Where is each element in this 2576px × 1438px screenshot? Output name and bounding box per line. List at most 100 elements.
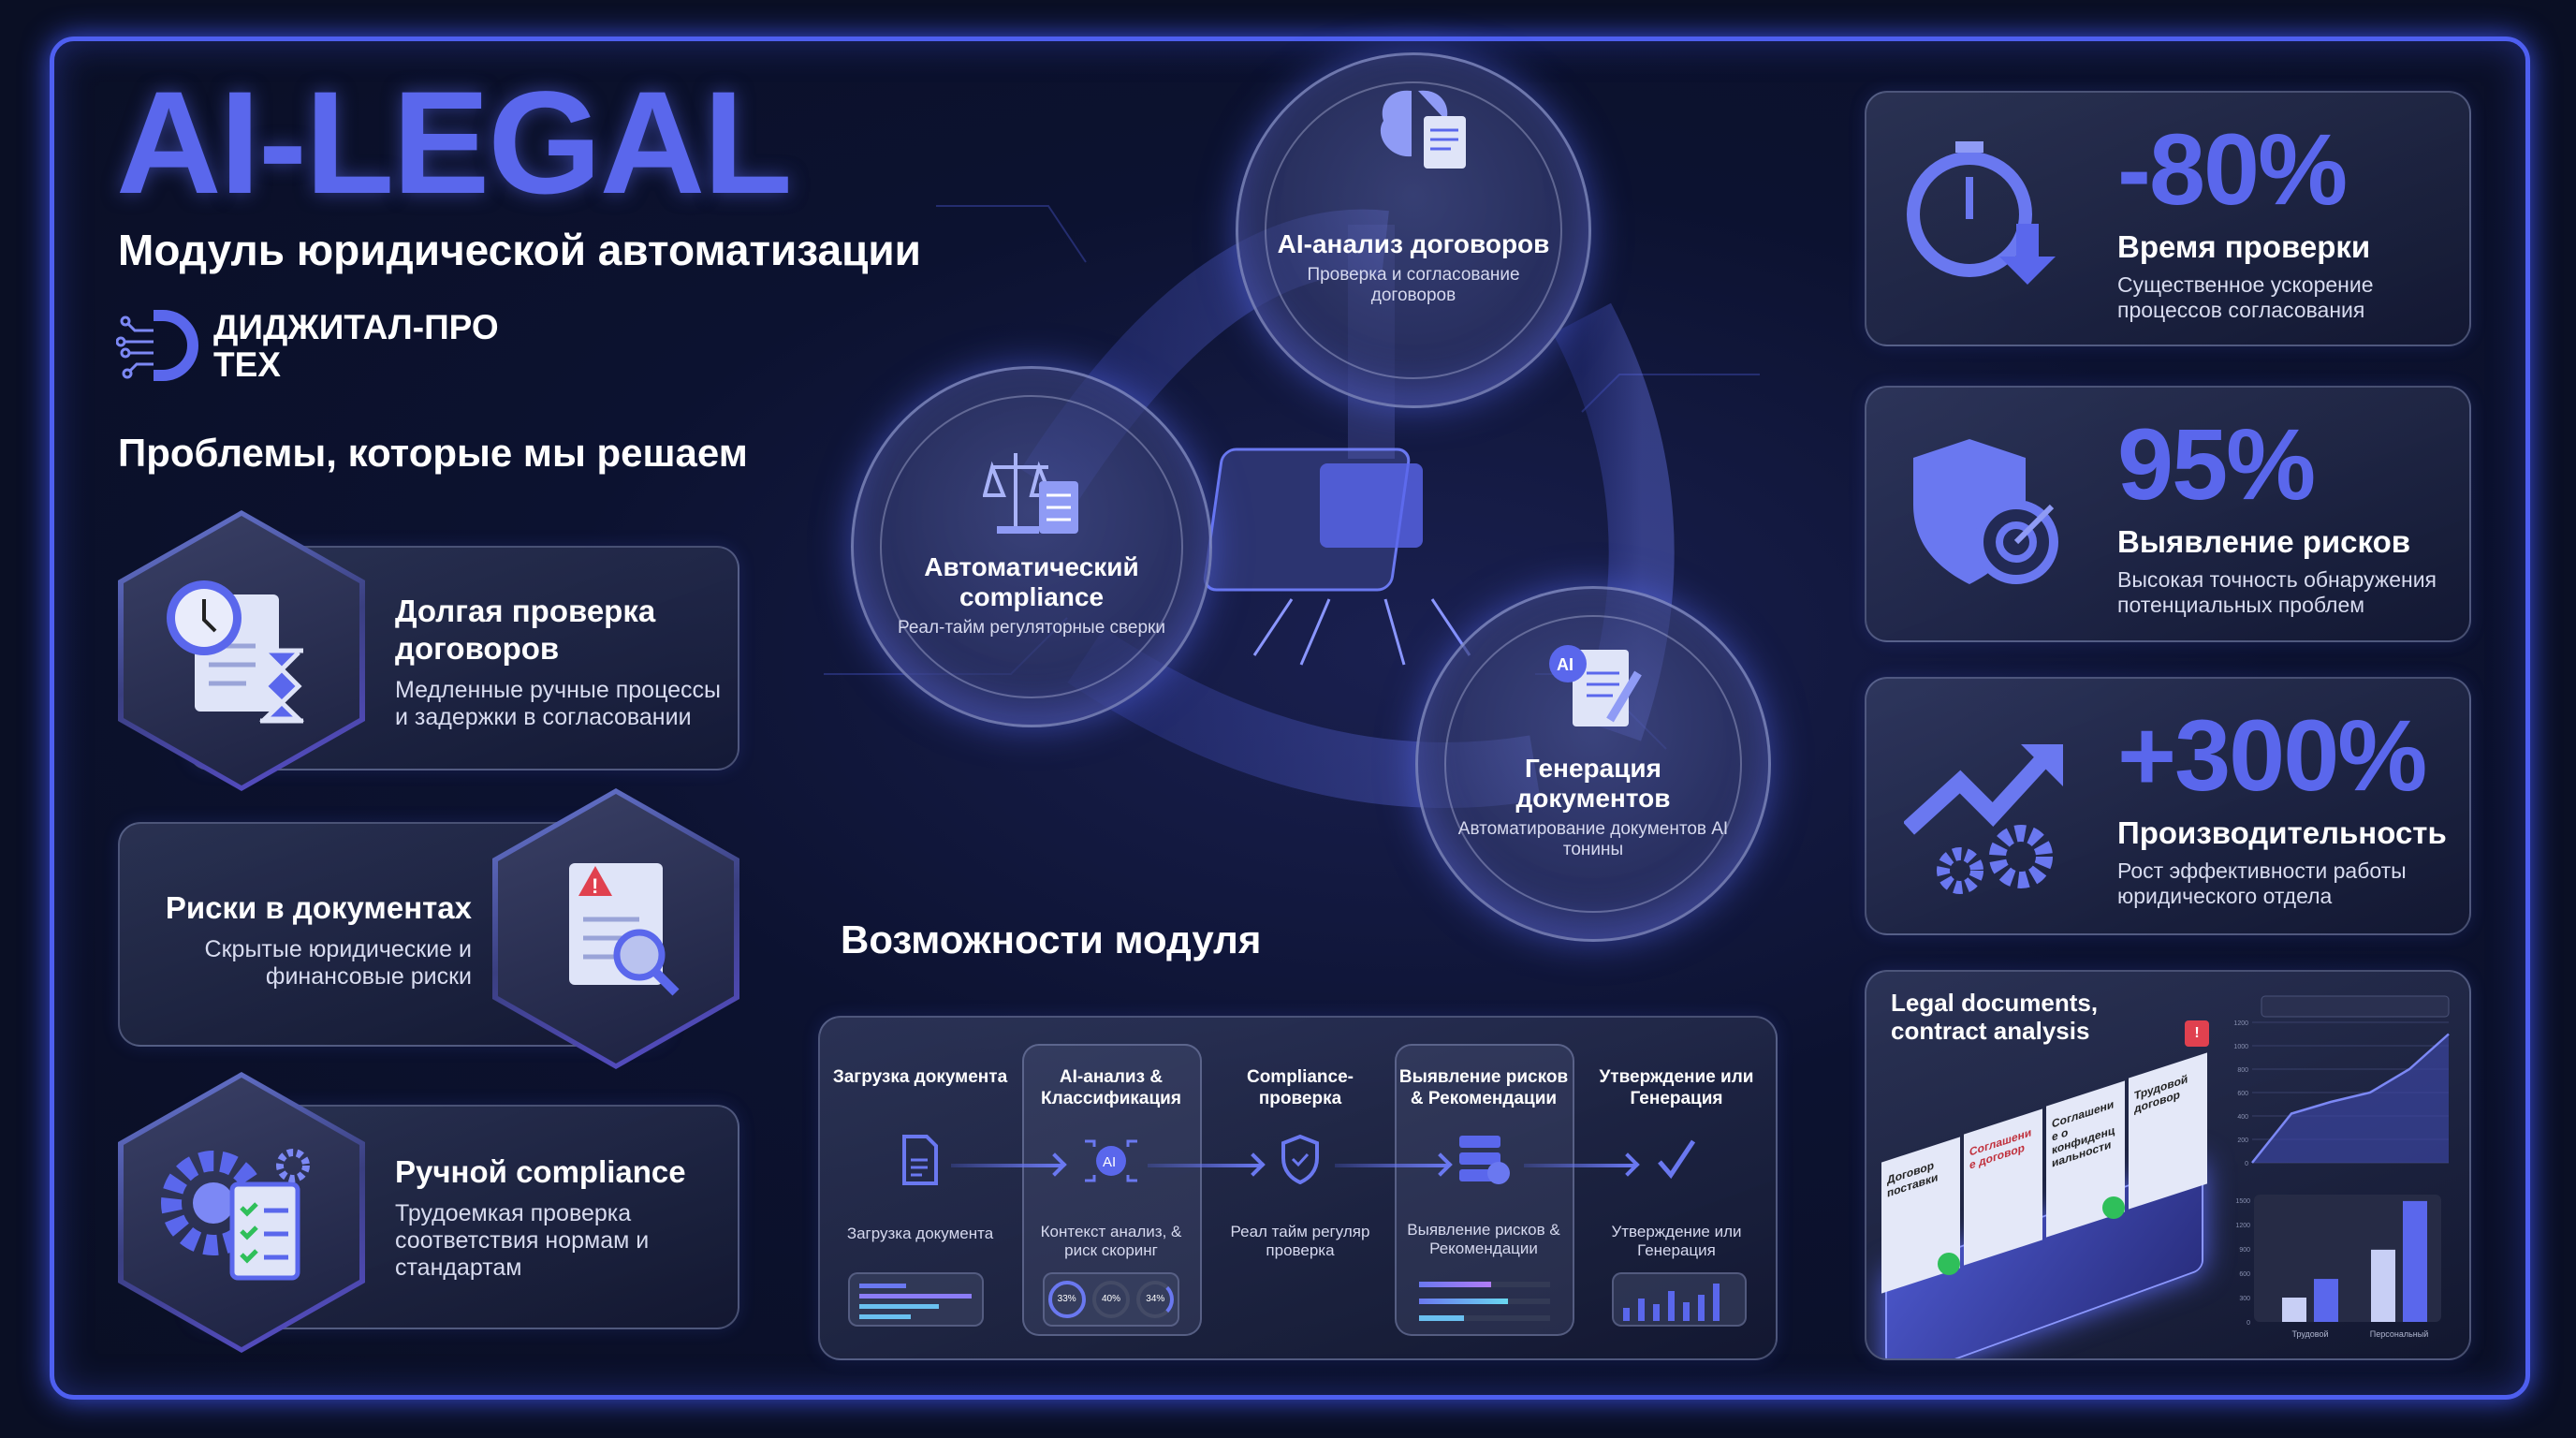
upload-bars-widget bbox=[848, 1272, 984, 1327]
gauge: 34% bbox=[1136, 1281, 1175, 1318]
y-tick-label: 600 bbox=[2237, 1091, 2248, 1097]
step-desc: Загрузка документа bbox=[846, 1225, 994, 1242]
step-title: AI-анализ & Классификация bbox=[1041, 1067, 1181, 1108]
y-tick-label: 200 bbox=[2237, 1137, 2248, 1144]
series-line bbox=[2251, 1033, 2450, 1164]
stat-value: +300% bbox=[2117, 698, 2427, 812]
document-icon bbox=[902, 1135, 938, 1185]
svg-text:AI: AI bbox=[1103, 1154, 1116, 1170]
y-tick-label: 400 bbox=[2237, 1114, 2248, 1121]
scales-checklist-icon bbox=[983, 453, 1078, 534]
step-ai-analysis: AI-анализ & Классификация AI Контекст ан… bbox=[1022, 1018, 1200, 1260]
node-desc: Реал-тайм регуляторные сверки bbox=[898, 618, 1165, 638]
step-desc: Контекст анализ, & риск скоринг bbox=[1040, 1223, 1182, 1259]
stat-label: Время проверки bbox=[2117, 229, 2371, 264]
flow-arrow bbox=[951, 1164, 1061, 1167]
logo-line2: ТЕХ bbox=[213, 345, 281, 384]
document-card: Соглашение договор bbox=[1964, 1108, 2042, 1266]
y-tick-label: 1200 bbox=[2235, 1223, 2250, 1229]
step-title: Загрузка документа bbox=[832, 1067, 1008, 1087]
stopwatch-down-icon bbox=[1907, 141, 2056, 285]
document-warning-magnifier-icon: ! bbox=[492, 788, 739, 1069]
clock-document-hourglass-icon bbox=[118, 510, 365, 791]
gear-checklist-icon bbox=[118, 1072, 365, 1353]
y-tick-label: 600 bbox=[2239, 1271, 2250, 1278]
page-title: AI-LEGAL bbox=[116, 62, 793, 225]
svg-text:!: ! bbox=[592, 874, 598, 898]
stat-label: Производительность bbox=[2117, 815, 2447, 850]
stat-desc: Рост эффективности работы юридического о… bbox=[2117, 858, 2407, 908]
step-desc: Выявление рисков & Рекомендации bbox=[1407, 1221, 1560, 1257]
node-desc: Автоматирование документов AI тонины bbox=[1457, 819, 1729, 859]
problem-title: Долгая проверка договоров bbox=[395, 594, 656, 666]
chart-legend bbox=[2261, 995, 2450, 1018]
y-tick-label: 0 bbox=[2245, 1161, 2248, 1167]
server-stack-icon bbox=[1459, 1136, 1510, 1184]
stat-desc: Высокая точность обнаружения потенциальн… bbox=[2117, 567, 2437, 617]
document-card: Трудовой договор bbox=[2129, 1052, 2207, 1210]
page-subtitle: Модуль юридической автоматизации bbox=[118, 226, 921, 274]
bar bbox=[2282, 1298, 2306, 1322]
step-upload: Загрузка документа Загрузка документа bbox=[831, 1018, 1009, 1243]
bar bbox=[2371, 1249, 2395, 1322]
y-tick-label: 0 bbox=[2247, 1320, 2250, 1327]
bar bbox=[2403, 1200, 2427, 1322]
ai-chip-icon: AI bbox=[1085, 1139, 1137, 1182]
step-desc: Реал тайм регуляр проверка bbox=[1230, 1223, 1370, 1259]
alert-flag-icon: ! bbox=[2185, 1020, 2209, 1047]
y-tick-label: 300 bbox=[2239, 1296, 2250, 1302]
node-title: AI-анализ договоров bbox=[1277, 229, 1550, 258]
node-title: Генерация документов bbox=[1515, 754, 1671, 813]
check-badge-icon bbox=[1938, 1253, 1960, 1275]
showcase-panel: Legal documents, contract analysis Догов… bbox=[1865, 970, 2471, 1360]
stat-value: 95% bbox=[2117, 407, 2316, 521]
check-badge-icon bbox=[2102, 1196, 2125, 1219]
showcase-title: Legal documents, contract analysis bbox=[1891, 989, 2099, 1045]
capabilities-panel: Загрузка документа Загрузка документа AI… bbox=[818, 1016, 1778, 1360]
gauge: 33% bbox=[1047, 1281, 1086, 1318]
x-tick-label: Трудовой bbox=[2291, 1329, 2328, 1339]
stat-value: -80% bbox=[2117, 112, 2348, 226]
checkmark-icon bbox=[1658, 1139, 1696, 1180]
step-highlight bbox=[1395, 1044, 1574, 1336]
step-compliance: Compliance-проверка Реал тайм регуляр пр… bbox=[1211, 1018, 1389, 1260]
score-gauges-widget: 33% 40% 34% bbox=[1043, 1272, 1179, 1327]
y-tick-label: 800 bbox=[2237, 1067, 2248, 1074]
brain-document-icon bbox=[1380, 90, 1466, 169]
node-title: Автоматический compliance bbox=[924, 552, 1139, 611]
logo-line1: ДИДЖИТАЛ-ПРО bbox=[213, 308, 499, 346]
y-tick-label: 1000 bbox=[2233, 1044, 2248, 1050]
trend-gears-icon bbox=[1904, 744, 2063, 894]
problem-desc: Скрытые юридические и финансовые риски bbox=[204, 936, 472, 990]
problem-desc: Медленные ручные процессы и задержки в с… bbox=[395, 677, 721, 730]
step-approve: Утверждение или Генерация Утверждение ил… bbox=[1588, 1018, 1765, 1260]
y-tick-label: 1200 bbox=[2233, 1020, 2248, 1027]
problems-heading: Проблемы, которые мы решаем bbox=[118, 431, 748, 475]
growth-area-chart: 0 200 400 600 800 1000 1200 bbox=[2233, 995, 2450, 1167]
ai-document-pen-icon: AI bbox=[1549, 645, 1642, 726]
flow-arrow bbox=[1148, 1164, 1260, 1167]
stat-desc: Существенное ускорение процессов согласо… bbox=[2117, 272, 2374, 322]
flow-arrow bbox=[1524, 1164, 1634, 1167]
stat-label: Выявление рисков bbox=[2117, 524, 2411, 559]
flow-arrow bbox=[1335, 1164, 1447, 1167]
shield-target-icon bbox=[1913, 439, 2058, 584]
shield-check-icon bbox=[1281, 1134, 1319, 1185]
step-desc: Утверждение или Генерация bbox=[1611, 1223, 1742, 1259]
circuit-d-logo-icon bbox=[116, 310, 198, 381]
step-risks: Выявление рисков & Рекомендации Выявлени… bbox=[1395, 1018, 1573, 1258]
y-tick-label: 900 bbox=[2239, 1247, 2250, 1254]
x-tick-label: Персональный bbox=[2370, 1329, 2428, 1339]
step-title: Утверждение или Генерация bbox=[1599, 1067, 1754, 1108]
risk-bars-widget bbox=[1419, 1282, 1550, 1321]
capabilities-heading: Возможности модуля bbox=[841, 917, 1262, 961]
bar bbox=[2314, 1279, 2338, 1322]
y-tick-label: 1500 bbox=[2235, 1198, 2250, 1205]
